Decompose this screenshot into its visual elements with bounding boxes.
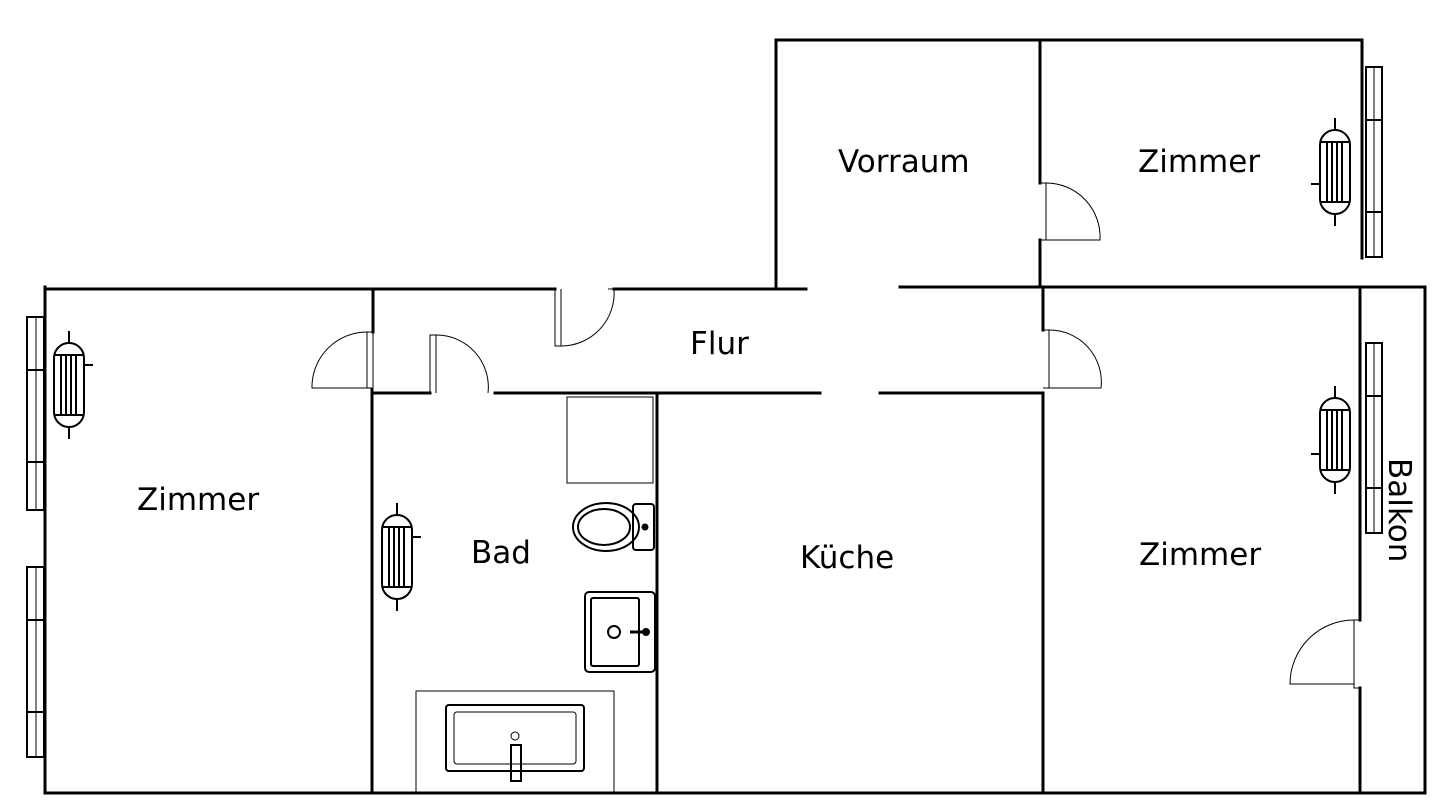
- room-label-vorraum: Vorraum: [838, 144, 970, 180]
- window-icon: [26, 66, 1383, 758]
- toilet-icon: [572, 502, 655, 552]
- room-label-bad: Bad: [471, 535, 531, 571]
- sink-icon: [584, 591, 656, 673]
- room-label-zimmer-bottom-right: Zimmer: [1139, 537, 1261, 573]
- room-label-kueche: Küche: [800, 540, 894, 576]
- radiator-icon: [53, 118, 1351, 611]
- room-label-zimmer-top-right: Zimmer: [1138, 144, 1260, 180]
- room-label-balkon: Balkon: [1381, 458, 1417, 562]
- shower-tray-icon: [566, 396, 654, 484]
- outer-wall-upper-block: [774, 38, 1364, 289]
- room-label-flur: Flur: [690, 326, 749, 362]
- door-swing-icon: [311, 182, 1360, 689]
- bathtub-icon: [415, 690, 615, 794]
- room-label-zimmer-left: Zimmer: [137, 482, 259, 518]
